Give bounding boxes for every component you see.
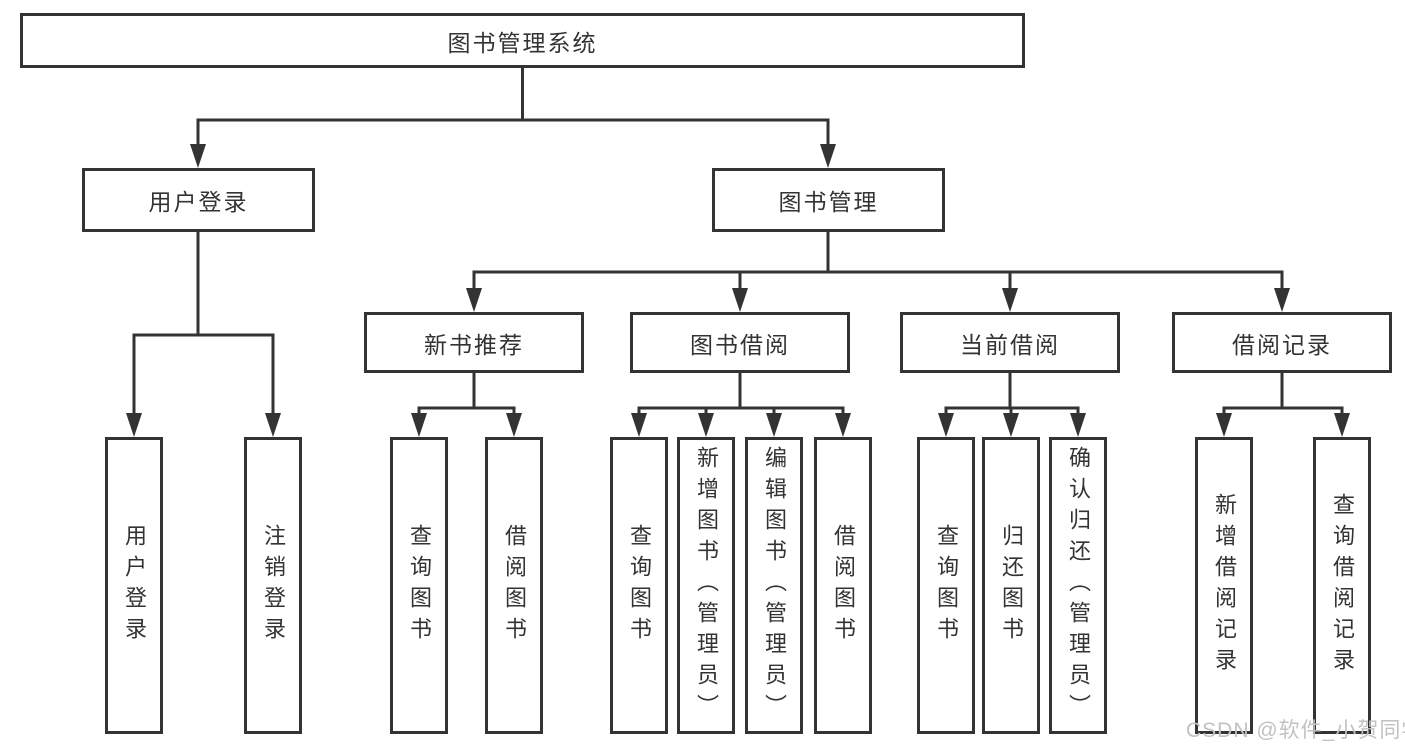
connector-book-borrow-bracket: [637, 406, 845, 419]
leaf-add-borrow-record: 新增借阅记录: [1195, 437, 1253, 734]
arrowhead: [190, 144, 206, 168]
leaf-return-books: 归还图书: [982, 437, 1040, 734]
node-book-borrow-label: 图书借阅: [690, 331, 790, 358]
leaf-confirm-return-admin: 确认归还（管理员）: [1049, 437, 1107, 734]
leaf-user-login-label: 用户登录: [122, 523, 147, 648]
node-root-label: 图书管理系统: [447, 29, 598, 56]
leaf-query-borrow-record: 查询借阅记录: [1313, 437, 1371, 734]
node-borrow-records: 借阅记录: [1172, 312, 1392, 373]
arrowhead: [1003, 413, 1019, 437]
connector-user-login-bracket: [132, 333, 275, 419]
arrowhead: [1334, 413, 1350, 437]
node-book-borrow: 图书借阅: [630, 312, 850, 373]
arrowhead: [506, 413, 522, 437]
leaf-query-books-current: 查询图书: [917, 437, 975, 734]
arrowhead: [820, 144, 836, 168]
arrowhead: [1274, 288, 1290, 312]
leaf-edit-books-admin-label: 编辑图书（管理员）: [762, 446, 787, 725]
leaf-user-login: 用户登录: [105, 437, 163, 734]
leaf-logout-label: 注销登录: [261, 523, 286, 648]
arrowhead: [1070, 413, 1086, 437]
connector-new-book-rec-bracket: [417, 406, 516, 419]
arrowhead: [1002, 288, 1018, 312]
node-new-book-recommend-label: 新书推荐: [424, 331, 524, 358]
leaf-add-books-admin-label: 新增图书（管理员）: [694, 446, 719, 725]
leaf-query-books-recommend: 查询图书: [390, 437, 448, 734]
connector-borrow-records-bracket: [1222, 406, 1344, 419]
leaf-confirm-return-admin-label: 确认归还（管理员）: [1066, 446, 1091, 725]
arrowhead: [466, 288, 482, 312]
leaf-add-books-admin: 新增图书（管理员）: [677, 437, 735, 734]
leaf-query-books-borrow-label: 查询图书: [627, 523, 652, 648]
arrowhead: [698, 413, 714, 437]
arrowhead: [126, 413, 142, 437]
leaf-borrow-books: 借阅图书: [814, 437, 872, 734]
node-root: 图书管理系统: [20, 13, 1025, 68]
node-new-book-recommend: 新书推荐: [364, 312, 584, 373]
leaf-return-books-label: 归还图书: [999, 523, 1024, 648]
leaf-query-books-borrow: 查询图书: [610, 437, 668, 734]
node-user-login-label: 用户登录: [148, 189, 249, 215]
node-current-borrow: 当前借阅: [900, 312, 1120, 373]
connector-root-bracket: [196, 118, 830, 150]
leaf-borrow-books-recommend-label: 借阅图书: [502, 523, 527, 648]
connector-book-mgmt-bracket: [472, 270, 1284, 294]
arrowhead: [835, 413, 851, 437]
arrowhead: [265, 413, 281, 437]
arrowhead: [732, 288, 748, 312]
leaf-query-books-current-label: 查询图书: [934, 523, 959, 648]
leaf-query-books-recommend-label: 查询图书: [407, 523, 432, 648]
arrowhead: [631, 413, 647, 437]
leaf-logout: 注销登录: [244, 437, 302, 734]
csdn-watermark: CSDN @软件_小贺同学: [1186, 719, 1405, 742]
leaf-borrow-books-label: 借阅图书: [831, 523, 856, 648]
arrowhead: [938, 413, 954, 437]
arrowhead: [1216, 413, 1232, 437]
leaf-edit-books-admin: 编辑图书（管理员）: [745, 437, 803, 734]
leaf-borrow-books-recommend: 借阅图书: [485, 437, 543, 734]
node-user-login: 用户登录: [82, 168, 315, 232]
leaf-add-borrow-record-label: 新增借阅记录: [1212, 492, 1237, 679]
node-borrow-records-label: 借阅记录: [1232, 331, 1332, 358]
leaf-query-borrow-record-label: 查询借阅记录: [1330, 492, 1355, 679]
arrowhead: [766, 413, 782, 437]
node-book-management: 图书管理: [712, 168, 945, 232]
arrowhead: [411, 413, 427, 437]
node-current-borrow-label: 当前借阅: [960, 331, 1060, 358]
node-book-management-label: 图书管理: [778, 189, 879, 215]
